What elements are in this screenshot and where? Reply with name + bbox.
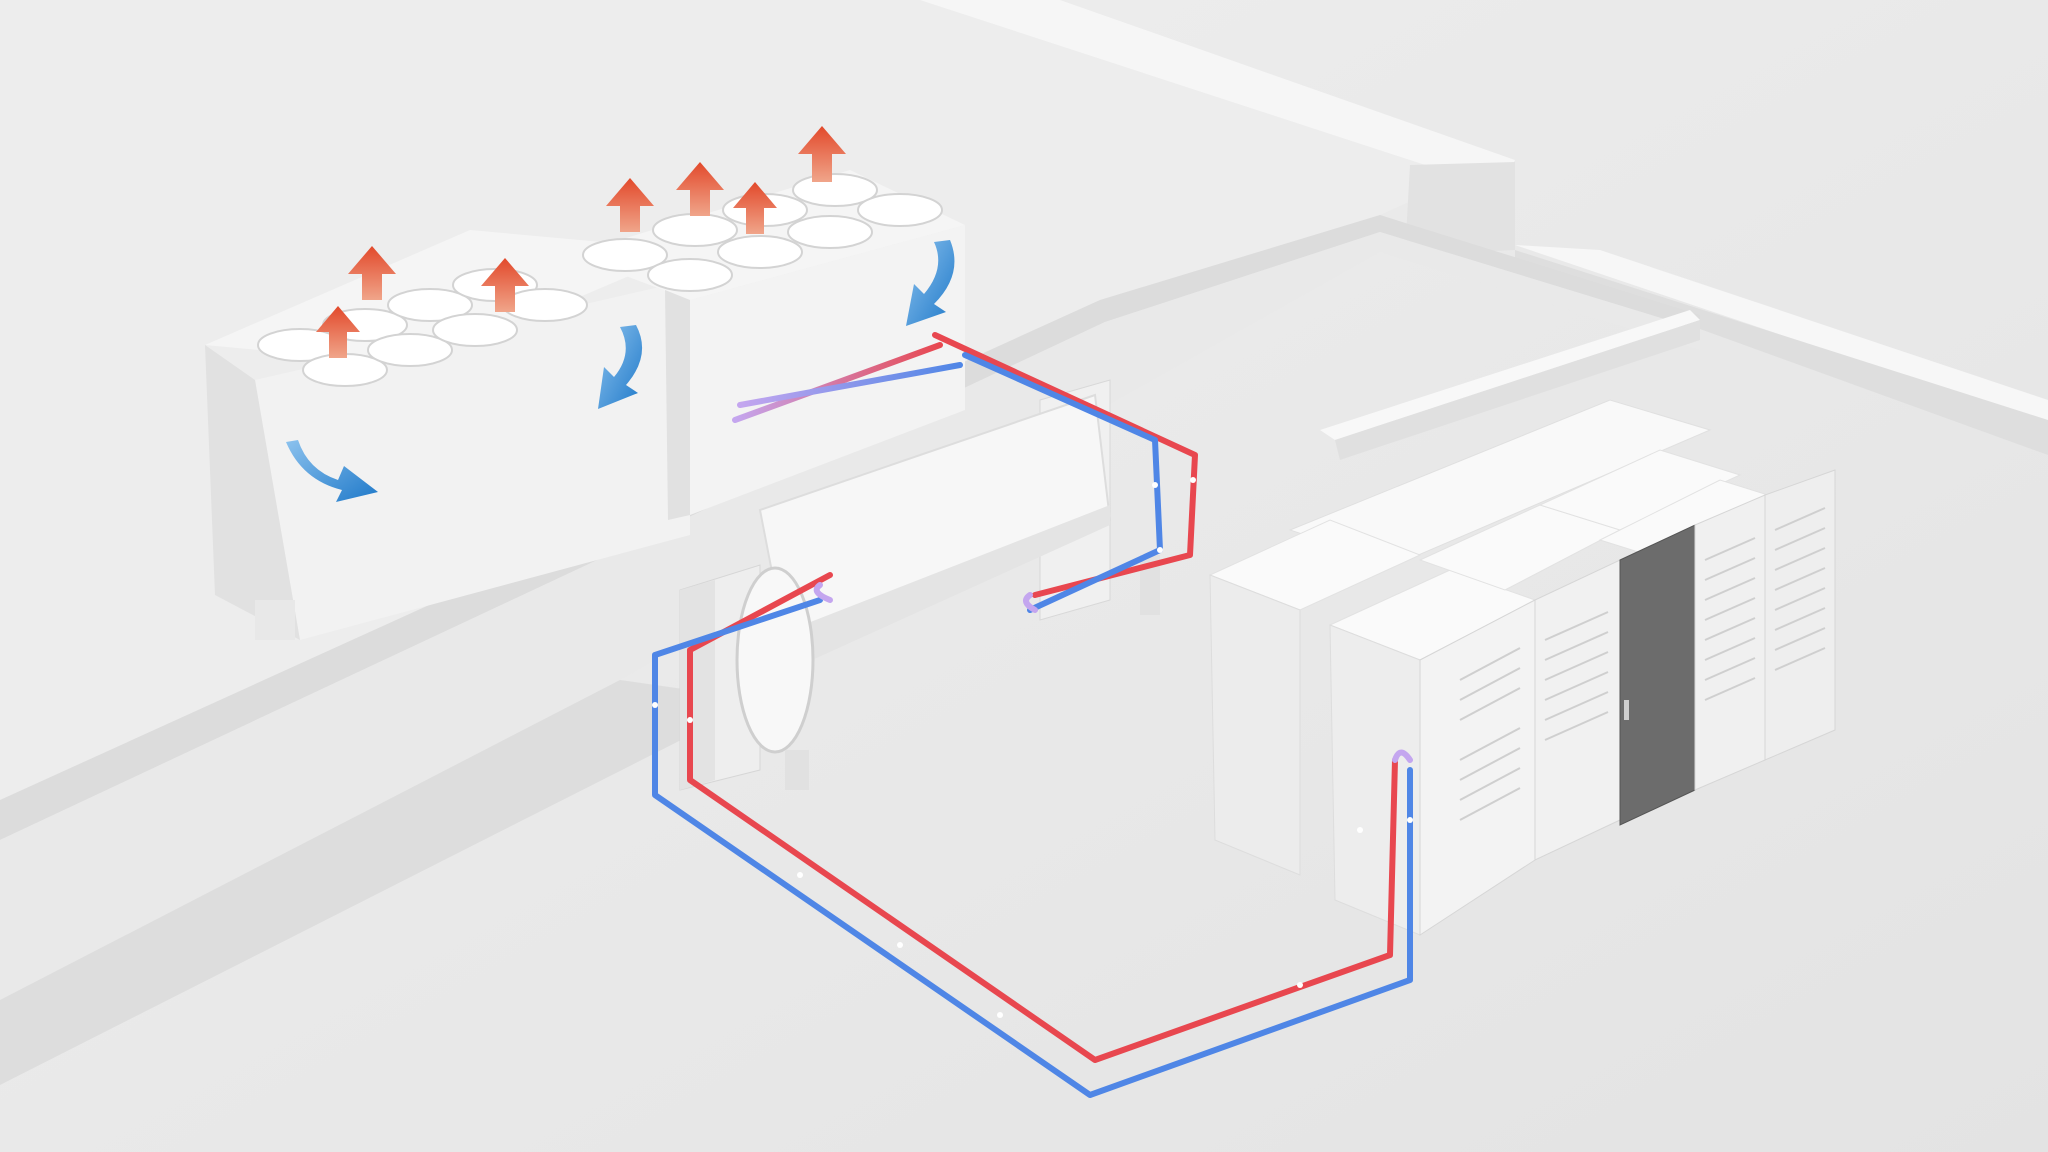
flow-direction-arrow-icon bbox=[897, 942, 903, 948]
flow-direction-arrow-icon bbox=[797, 872, 803, 878]
rack-front-top bbox=[1538, 449, 1742, 531]
inner-wall-top bbox=[1320, 310, 1700, 440]
mixed-coolant-pipe bbox=[737, 362, 963, 408]
flow-direction-arrow-icon bbox=[1357, 827, 1363, 833]
cold-coolant-pipe bbox=[962, 352, 1163, 613]
rack-door-handle bbox=[1624, 700, 1629, 720]
mixed-coolant-pipe bbox=[1023, 592, 1038, 613]
hot-air-arrow-icon bbox=[481, 258, 529, 312]
cooler-right-fans bbox=[582, 173, 943, 292]
hot-air-arrow-icon bbox=[348, 246, 396, 300]
inner-wall-face bbox=[1335, 320, 1700, 460]
flow-direction-arrow-icon bbox=[1297, 982, 1303, 988]
lower-step-face bbox=[0, 680, 760, 1085]
flow-markers bbox=[652, 477, 1413, 1018]
coolant-loop bbox=[652, 332, 1413, 1098]
step-edge-face bbox=[0, 215, 1700, 840]
rack-front-panel bbox=[1534, 559, 1621, 861]
mixed-coolant-pipe bbox=[732, 342, 943, 423]
hot-air-arrow-icon bbox=[606, 178, 654, 232]
exchanger-stand bbox=[1140, 555, 1160, 615]
flow-direction-arrow-icon bbox=[687, 717, 693, 723]
flow-direction-arrow-icon bbox=[1152, 482, 1158, 488]
hot-air-arrow-icon bbox=[733, 182, 777, 234]
exchanger-stand bbox=[785, 750, 809, 790]
hot-air-arrow-icon bbox=[676, 162, 724, 216]
exchanger-front-cap bbox=[735, 566, 815, 754]
hot-air-arrow-icon bbox=[316, 306, 360, 358]
cool-air-arrow-icon bbox=[598, 325, 643, 409]
mixed-coolant-pipe bbox=[1392, 749, 1413, 763]
flow-direction-arrow-icon bbox=[1157, 547, 1163, 553]
flow-direction-arrow-icon bbox=[1190, 477, 1196, 483]
back-parapet-top bbox=[920, 0, 1515, 178]
flow-direction-arrow-icon bbox=[1407, 817, 1413, 823]
flow-direction-arrow-icon bbox=[997, 1012, 1003, 1018]
rack-side-mid bbox=[1329, 624, 1421, 936]
rack-front-panel bbox=[1764, 469, 1836, 761]
cooler-left-side bbox=[205, 345, 300, 640]
dry-cooler-unit-right bbox=[570, 170, 965, 520]
cool-air-arrow-icon bbox=[906, 240, 955, 326]
rack-dark-door bbox=[1619, 524, 1696, 826]
exchanger-lower-shade bbox=[790, 505, 1110, 670]
exchanger-left-plate bbox=[680, 580, 715, 790]
cold-coolant-pipe bbox=[652, 597, 1413, 1098]
cooler-right-front bbox=[690, 225, 965, 515]
rack-side-left bbox=[1209, 574, 1301, 876]
hot-air-arrow-icon bbox=[798, 126, 846, 182]
cooler-left-base bbox=[255, 600, 295, 640]
cool-air-arrows bbox=[286, 240, 955, 502]
server-racks bbox=[1208, 399, 1836, 936]
hot-air-arrows bbox=[316, 126, 846, 358]
cooler-right-side bbox=[665, 290, 690, 520]
cool-air-arrow-icon bbox=[286, 440, 378, 502]
flow-direction-arrow-icon bbox=[652, 702, 658, 708]
mixed-coolant-pipe bbox=[813, 582, 833, 603]
server-slots bbox=[1459, 507, 1826, 821]
